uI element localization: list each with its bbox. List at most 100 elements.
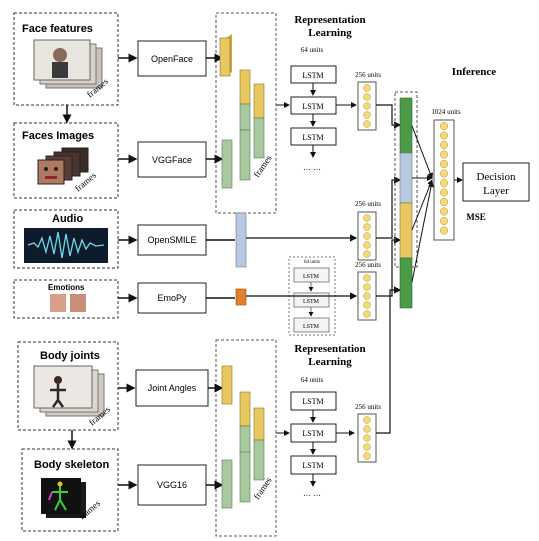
- embedding-to-concat-arrows: [376, 104, 402, 434]
- lstm-label: LSTM: [302, 397, 323, 406]
- body-joints-label: Body joints: [40, 350, 100, 362]
- concat-vector: [399, 97, 413, 309]
- lstm-stack-bottom: LSTM LSTM LSTM … …: [290, 391, 337, 498]
- embedding-columns: [357, 81, 377, 463]
- embedding-node: [363, 310, 371, 318]
- dense-node: [439, 216, 449, 226]
- lstm-arrows-top: [276, 83, 357, 158]
- embedding-node: [363, 93, 371, 101]
- body-skeleton-label: Body skeleton: [34, 459, 109, 471]
- decision-label-2: Layer: [483, 185, 509, 197]
- embedding-node: [363, 102, 371, 110]
- dense-node: [439, 131, 449, 140]
- emotions-label: Emotions: [48, 283, 85, 292]
- face-features-image: [33, 39, 103, 89]
- lstm-stack-top: LSTM LSTM LSTM … …: [290, 65, 337, 172]
- embedding-node: [363, 292, 371, 300]
- extractor-arrows: [206, 53, 235, 490]
- embedding-node: [363, 425, 371, 433]
- dense-1024-nodes: [439, 121, 449, 235]
- input-arrows: [118, 53, 138, 490]
- units-64-mid: 64 units: [304, 260, 320, 265]
- face-features-label: Face features: [22, 23, 93, 35]
- extractor-openface: OpenFace: [137, 40, 207, 77]
- skeleton-image: [41, 478, 86, 518]
- dense-node: [439, 121, 449, 131]
- units-256-4: 256 units: [355, 403, 381, 411]
- extractor-vgg16: VGG16: [137, 464, 207, 506]
- embedding-node: [363, 84, 371, 92]
- extractor-emopy: EmoPy: [137, 282, 207, 314]
- lstm-stack-mid: LSTM LSTM LSTM: [293, 267, 330, 333]
- rep-learning-title-top-1: Representation: [294, 14, 365, 26]
- emopy-label: EmoPy: [157, 293, 187, 303]
- dense-node: [439, 140, 449, 150]
- dense-node: [439, 197, 449, 207]
- lstm-label: LSTM: [303, 299, 320, 305]
- extractor-joint-angles: Joint Angles: [135, 369, 209, 407]
- input-emotions: Emotions: [13, 279, 119, 319]
- extractor-opensmile: OpenSMILE: [137, 224, 207, 256]
- vggface-label: VGGFace: [152, 155, 192, 165]
- embedding-node: [363, 250, 371, 258]
- body-feature-group: [215, 339, 277, 537]
- units-1024: 1024 units: [431, 108, 461, 116]
- units-256-3: 256 units: [355, 261, 381, 269]
- inference-title: Inference: [452, 66, 497, 78]
- lstm-label: LSTM: [303, 274, 320, 280]
- vgg16-label: VGG16: [157, 480, 187, 490]
- vggface-feature-stack: [221, 129, 251, 189]
- dense-node: [439, 207, 449, 216]
- embedding-node: [363, 120, 371, 128]
- extractor-vggface: VGGFace: [137, 141, 207, 178]
- units-256-2: 256 units: [355, 200, 381, 208]
- units-64-top: 64 units: [301, 46, 324, 54]
- body-joints-image: [33, 365, 105, 417]
- dense-node: [439, 178, 449, 188]
- opensmile-label: OpenSMILE: [147, 235, 196, 245]
- audio-label: Audio: [52, 213, 83, 225]
- loss-label: MSE: [466, 212, 486, 222]
- lstm-label: LSTM: [302, 461, 323, 470]
- faces-images-stack: [37, 147, 89, 185]
- concat-to-dense-arrows: [411, 125, 463, 283]
- rep-learning-title-bottom-2: Learning: [308, 356, 352, 368]
- units-256-1: 256 units: [355, 71, 381, 79]
- embedding-node: [363, 223, 371, 231]
- dense-node: [439, 188, 449, 197]
- embedding-node: [363, 214, 371, 222]
- lstm-label: LSTM: [302, 102, 323, 111]
- emotion-face-2: [70, 294, 86, 312]
- rep-learning-title-bottom-1: Representation: [294, 343, 365, 355]
- emotion-feature-bar: [235, 288, 247, 306]
- dense-node: [439, 169, 449, 178]
- embedding-node: [363, 283, 371, 291]
- joint-angles-label: Joint Angles: [148, 383, 197, 393]
- embedding-node: [363, 241, 371, 249]
- lstm-ellipsis-bottom: … …: [303, 489, 321, 498]
- input-audio: Audio: [13, 209, 119, 269]
- embedding-node: [363, 111, 371, 119]
- embedding-node: [363, 274, 371, 282]
- emotion-face-1: [50, 294, 66, 312]
- audio-feature-bar: [235, 212, 247, 268]
- embedding-node: [363, 452, 371, 460]
- decision-label-1: Decision: [476, 171, 516, 183]
- dense-node: [439, 226, 449, 235]
- openface-label: OpenFace: [151, 54, 193, 64]
- embedding-node: [363, 301, 371, 309]
- embedding-node: [363, 443, 371, 451]
- lstm-label: LSTM: [302, 429, 323, 438]
- input-faces-images: Faces Images frames: [13, 122, 119, 199]
- rep-learning-title-top-2: Learning: [308, 27, 352, 39]
- lstm-arrows-bottom: [276, 410, 355, 487]
- embedding-node: [363, 232, 371, 240]
- decision-layer: Decision Layer: [462, 162, 530, 202]
- embedding-node: [363, 416, 371, 424]
- input-face-features: Face features frames: [13, 12, 119, 106]
- vgg16-feature-stack: [221, 451, 251, 509]
- dense-node: [439, 159, 449, 169]
- units-64-bottom: 64 units: [301, 376, 324, 384]
- lstm-label: LSTM: [302, 71, 323, 80]
